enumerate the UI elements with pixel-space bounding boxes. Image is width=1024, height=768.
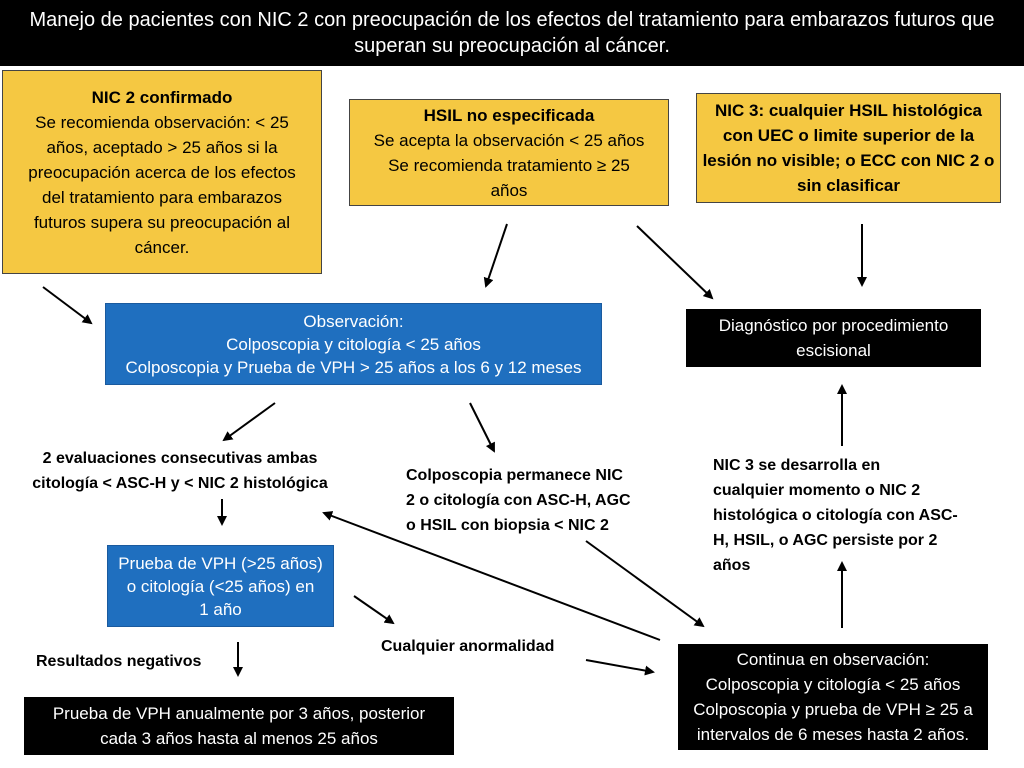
nic3-box: NIC 3: cualquier HSIL histológica con UE… <box>696 93 1001 203</box>
prueba-anual-line-1: Prueba de VPH anualmente por 3 años, pos… <box>52 704 426 723</box>
arrow-prueba-to-anormalidad <box>353 595 395 625</box>
prueba-vph-line-3: 1 año <box>199 599 242 619</box>
dos-evaluaciones-line-1: 2 evaluaciones consecutivas ambas <box>42 450 318 467</box>
nic3-desarrolla-label: NIC 3 se desarrolla en cualquier momento… <box>713 453 983 578</box>
observacion-line-3: Colposcopia y Prueba de VPH > 25 años a … <box>125 357 582 377</box>
prueba-vph-box: Prueba de VPH (>25 años) o citología (<2… <box>107 545 334 627</box>
nic3-line-1: NIC 3: cualquier HSIL histológica <box>714 101 982 120</box>
nic3-desarrolla-line-1: NIC 3 se desarrolla en <box>713 457 881 474</box>
nic2-line-4: del tratamiento para embarazos <box>41 187 283 207</box>
colposcopia-permanece-line-1: Colposcopia permanece NIC <box>406 467 623 484</box>
diagnostico-box: Diagnóstico por procedimiento escisional <box>686 309 981 367</box>
arrow-nic2-to-observacion <box>42 286 93 325</box>
nic3-desarrolla-line-4: H, HSIL, o AGC persiste por 2 <box>713 532 938 549</box>
arrow-hsil-to-diagnostico <box>636 225 714 300</box>
arrow-anormalidad-to-continua <box>585 659 655 676</box>
nic2-line-6: cáncer. <box>134 237 190 257</box>
nic3-line-3: lesión no visible; o ECC con NIC 2 o <box>702 151 995 170</box>
observacion-box: Observación: Colposcopia y citología < 2… <box>105 303 602 385</box>
nic2-confirmed-box: NIC 2 confirmado Se recomienda observaci… <box>2 70 322 274</box>
colposcopia-permanece-line-3: o HSIL con biopsia < NIC 2 <box>406 517 609 534</box>
hsil-line-2: Se recomienda tratamiento ≥ 25 <box>388 155 630 175</box>
colposcopia-permanece-line-2: 2 o citología con ASC-H, AGC <box>406 492 631 509</box>
prueba-anual-box: Prueba de VPH anualmente por 3 años, pos… <box>24 697 454 755</box>
diagnostico-line-2: escisional <box>796 341 871 360</box>
resultados-negativos-text: Resultados negativos <box>36 653 202 670</box>
dos-evaluaciones-label: 2 evaluaciones consecutivas ambas citolo… <box>10 446 350 496</box>
hsil-heading: HSIL no especificada <box>423 105 595 125</box>
nic2-line-5: futuros supera su preocupación al <box>33 212 291 232</box>
observacion-line-2: Colposcopia y citología < 25 años <box>226 334 481 354</box>
dos-evaluaciones-line-2: citología < ASC-H y < NIC 2 histológica <box>32 475 328 492</box>
colposcopia-permanece-label: Colposcopia permanece NIC 2 o citología … <box>406 463 666 538</box>
nic2-line-3: preocupación acerca de los efectos <box>28 162 296 182</box>
continua-line-4: intervalos de 6 meses hasta 2 años. <box>696 725 970 744</box>
arrow-observacion-to-evaluaciones <box>222 402 276 442</box>
arrow-observacion-to-colposcopia <box>469 402 495 453</box>
arrow-hsil-to-observacion <box>483 223 508 288</box>
diagnostico-line-1: Diagnóstico por procedimiento <box>718 316 949 335</box>
observacion-line-1: Observación: <box>303 311 404 331</box>
arrow-colposcopia-to-continua <box>585 540 705 628</box>
prueba-vph-line-1: Prueba de VPH (>25 años) <box>118 553 323 573</box>
nic3-line-2: con UEC o limite superior de la <box>722 126 975 145</box>
hsil-box: HSIL no especificada Se acepta la observ… <box>349 99 669 206</box>
hsil-line-1: Se acepta la observación < 25 años <box>373 130 645 150</box>
nic3-desarrolla-line-5: años <box>713 557 751 574</box>
continua-line-1: Continua en observación: <box>736 650 930 669</box>
prueba-vph-line-2: o citología (<25 años) en <box>126 576 315 596</box>
nic2-heading: NIC 2 confirmado <box>91 87 233 107</box>
nic3-line-4: sin clasificar <box>796 176 900 195</box>
cualquier-anormalidad-text: Cualquier anormalidad <box>381 638 555 655</box>
nic2-line-2: años, aceptado > 25 años si la <box>46 137 278 157</box>
prueba-anual-line-2: cada 3 años hasta al menos 25 años <box>100 729 378 748</box>
cualquier-anormalidad-label: Cualquier anormalidad <box>381 634 554 659</box>
page-title: Manejo de pacientes con NIC 2 con preocu… <box>0 0 1024 66</box>
title-line-2: superan su preocupación al cáncer. <box>354 35 670 57</box>
nic2-line-1: Se recomienda observación: < 25 <box>35 112 289 132</box>
continua-box: Continua en observación: Colposcopia y c… <box>678 644 988 750</box>
continua-line-3: Colposcopia y prueba de VPH ≥ 25 a <box>693 700 973 719</box>
continua-line-2: Colposcopia y citología < 25 años <box>705 675 961 694</box>
nic3-desarrolla-line-2: cualquier momento o NIC 2 <box>713 482 921 499</box>
hsil-line-3: años <box>490 180 528 200</box>
nic3-desarrolla-line-3: histológica o citología con ASC- <box>713 507 958 524</box>
resultados-negativos-label: Resultados negativos <box>36 649 201 674</box>
title-line-1: Manejo de pacientes con NIC 2 con preocu… <box>29 9 995 31</box>
arrow-continua-to-evaluaciones <box>322 511 661 641</box>
